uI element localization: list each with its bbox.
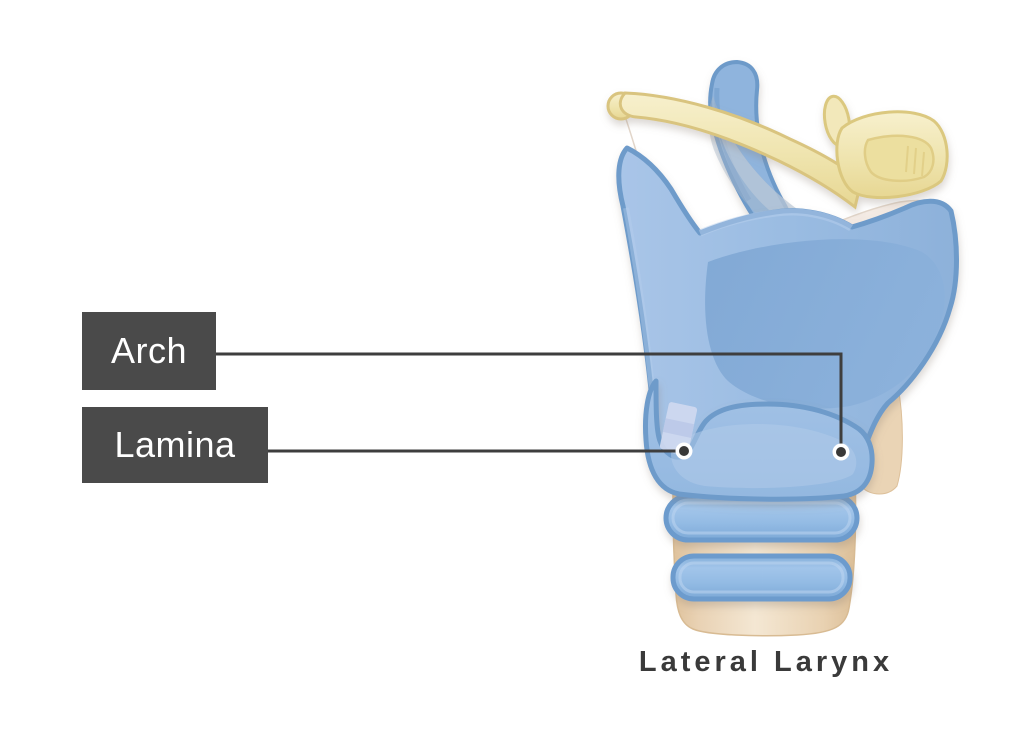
cricothyroid-ligament bbox=[659, 402, 698, 455]
hyoid-bone bbox=[606, 91, 949, 210]
diagram-caption: Lateral Larynx bbox=[638, 646, 894, 678]
tracheal-rings bbox=[663, 493, 860, 602]
thyroid-left-rim-highlight bbox=[623, 207, 655, 389]
hyoid-greater-cornu bbox=[618, 91, 863, 210]
lamina-pointer-dot bbox=[675, 442, 693, 460]
tracheal-ring-2-highlight bbox=[678, 561, 845, 594]
thyroid-lamina-inner-panel bbox=[705, 239, 945, 409]
cricoid-inner-highlight bbox=[671, 424, 857, 489]
lamina-label: Lamina bbox=[82, 407, 268, 483]
hyoid-body-hatching bbox=[905, 145, 925, 177]
arch-pointer-dot bbox=[832, 443, 850, 461]
hyoid-body-inset bbox=[863, 134, 935, 183]
cricothyroid-ligament-band bbox=[662, 418, 695, 438]
cricoid-cartilage bbox=[643, 378, 875, 502]
arch-label-text: Arch bbox=[110, 330, 188, 371]
lamina-label-text: Lamina bbox=[114, 424, 236, 465]
leader-lines bbox=[216, 352, 850, 461]
tracheal-ring-2 bbox=[670, 553, 853, 602]
thyroid-top-rim-highlight bbox=[698, 208, 853, 237]
arch-leader-line bbox=[216, 352, 843, 445]
arch-label: Arch bbox=[82, 312, 216, 390]
thyroid-cartilage bbox=[616, 145, 959, 469]
tracheal-ring-1-highlight bbox=[671, 501, 852, 535]
